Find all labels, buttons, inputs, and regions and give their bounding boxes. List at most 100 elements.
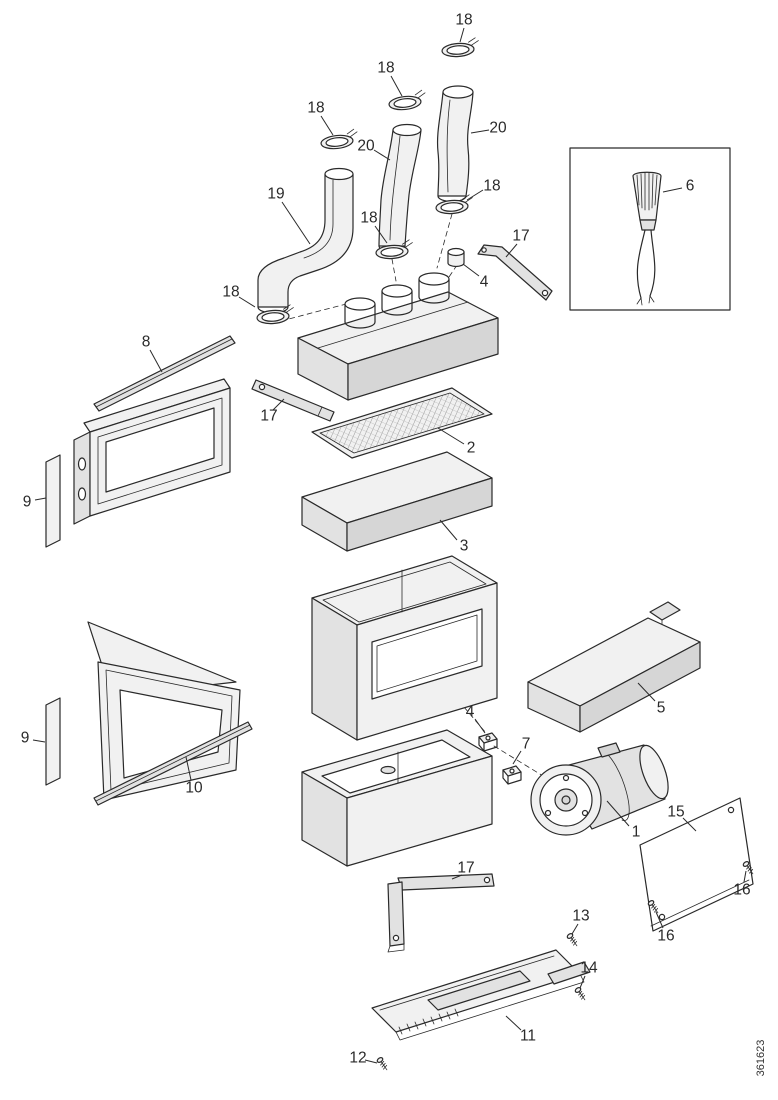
callout-17: 17 bbox=[457, 860, 474, 877]
callout-17: 17 bbox=[512, 228, 529, 245]
callout-leader-17 bbox=[505, 243, 518, 258]
callout-18: 18 bbox=[307, 100, 324, 117]
callout-2: 2 bbox=[467, 440, 476, 457]
callout-leader-18 bbox=[374, 225, 388, 244]
callout-leader-7 bbox=[512, 750, 522, 765]
callout-16: 16 bbox=[657, 928, 674, 945]
base-plate-part11 bbox=[371, 949, 585, 1041]
callout-leader-5 bbox=[637, 682, 656, 702]
callout-4: 4 bbox=[466, 704, 475, 721]
callout-leader-1 bbox=[606, 800, 630, 827]
callout-leader-18 bbox=[459, 27, 465, 43]
callout-leader-8 bbox=[149, 349, 163, 373]
bracket-mount-13-14 bbox=[547, 961, 591, 985]
gasket-part9-lower bbox=[45, 697, 61, 786]
callout-leader-3 bbox=[439, 519, 458, 541]
callout-layer: 18 18 18 20 20 19 18 18 17 4 6 18 8 17 2 9 3 5 4 7 1 15 16 16 9 1… bbox=[21, 12, 751, 1067]
hose-part20-right bbox=[436, 85, 474, 203]
callout-10: 10 bbox=[185, 780, 203, 797]
collar-left bbox=[344, 297, 376, 329]
seal-strip-part8 bbox=[93, 335, 236, 412]
callout-9: 9 bbox=[23, 494, 32, 511]
callout-18: 18 bbox=[483, 178, 500, 195]
callout-7: 7 bbox=[522, 736, 531, 753]
bracket-part17-mid bbox=[251, 379, 335, 422]
callout-6: 6 bbox=[686, 178, 695, 195]
callout-leader-20 bbox=[373, 149, 391, 161]
callout-20: 20 bbox=[489, 120, 507, 137]
clamp-part18 bbox=[434, 193, 475, 216]
clip-part4-mid bbox=[478, 732, 498, 752]
blower-motor-part1 bbox=[530, 742, 669, 836]
screw-part14 bbox=[573, 986, 588, 1003]
callout-leader-20 bbox=[470, 129, 490, 134]
callout-leader-18 bbox=[320, 115, 334, 136]
callout-14: 14 bbox=[580, 960, 598, 977]
gasket-part9-upper bbox=[45, 454, 61, 548]
callout-leader-18 bbox=[390, 75, 403, 97]
callout-leader-19 bbox=[281, 201, 311, 245]
callout-leader-2 bbox=[437, 427, 465, 445]
callout-16: 16 bbox=[733, 882, 750, 899]
callout-leader-16 bbox=[655, 911, 664, 929]
callout-leader-15 bbox=[682, 817, 697, 832]
bracket-part17-top bbox=[477, 244, 553, 301]
callout-18: 18 bbox=[455, 12, 472, 29]
callout-20: 20 bbox=[357, 138, 375, 155]
main-housing bbox=[311, 555, 498, 741]
callout-12: 12 bbox=[349, 1050, 366, 1067]
callout-leader-4 bbox=[474, 718, 486, 734]
callout-leader-18 bbox=[238, 296, 256, 308]
collar-middle bbox=[381, 284, 413, 316]
switch-part6 bbox=[632, 171, 662, 306]
duct-elbow-part19 bbox=[257, 167, 354, 314]
callout-leader-11 bbox=[505, 1015, 522, 1031]
insulation-block-part5 bbox=[527, 601, 701, 733]
foam-pad-part3 bbox=[301, 451, 493, 552]
clamp-part18 bbox=[387, 89, 428, 112]
callout-19: 19 bbox=[267, 186, 284, 203]
callout-3: 3 bbox=[460, 538, 469, 555]
plenum-housing bbox=[297, 272, 499, 401]
callout-leader-4 bbox=[462, 263, 480, 277]
bracket-part17-bottom bbox=[387, 873, 495, 953]
callout-leader-17 bbox=[451, 874, 463, 880]
inset-detail-box bbox=[569, 147, 731, 311]
callout-1: 1 bbox=[632, 824, 641, 841]
callout-18: 18 bbox=[360, 210, 377, 227]
callout-leader-9 bbox=[32, 739, 46, 743]
callout-18: 18 bbox=[377, 60, 394, 77]
filter-screen-part2 bbox=[311, 387, 493, 459]
mount-part7 bbox=[502, 765, 522, 785]
callout-leader-9 bbox=[34, 497, 47, 501]
frame-lower-left bbox=[87, 621, 241, 801]
callout-leader-17 bbox=[272, 398, 285, 411]
hose-part20-middle bbox=[378, 123, 422, 253]
callout-leader-16 bbox=[743, 870, 747, 883]
callout-leader-6 bbox=[662, 187, 683, 193]
doc-number: 361623 bbox=[755, 1040, 767, 1077]
callout-leader-13 bbox=[571, 923, 579, 935]
callout-leader-12 bbox=[364, 1059, 378, 1064]
callout-leader-18 bbox=[466, 189, 484, 201]
callout-4: 4 bbox=[480, 274, 489, 291]
callout-11: 11 bbox=[520, 1028, 536, 1045]
callout-18: 18 bbox=[222, 284, 239, 301]
collar-right bbox=[418, 272, 450, 304]
callout-17: 17 bbox=[260, 408, 277, 425]
clamp-part18 bbox=[319, 128, 360, 151]
frame-upper-left bbox=[73, 378, 231, 525]
callout-5: 5 bbox=[657, 700, 666, 717]
seal-strip-part10 bbox=[93, 721, 253, 806]
callout-13: 13 bbox=[572, 908, 589, 925]
lower-tray-housing bbox=[301, 729, 493, 867]
callout-leader-14 bbox=[579, 975, 586, 989]
callout-15: 15 bbox=[667, 804, 684, 821]
screw-part12 bbox=[375, 1056, 390, 1073]
screw-part13 bbox=[565, 932, 580, 949]
callout-9: 9 bbox=[21, 730, 30, 747]
callout-8: 8 bbox=[142, 334, 151, 351]
retainer-part4-top bbox=[447, 247, 465, 268]
